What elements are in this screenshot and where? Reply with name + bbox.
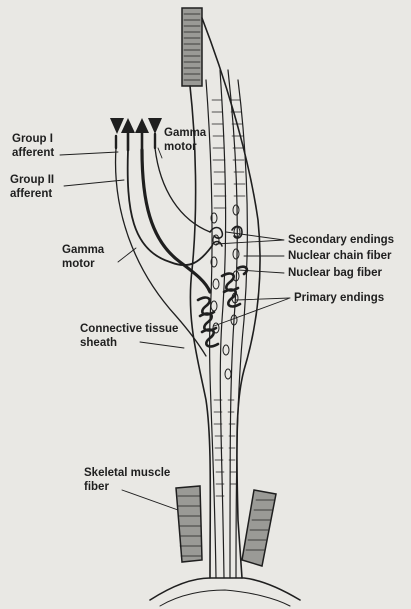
tendon-base	[149, 577, 301, 601]
bottom-muscle-fibers	[175, 485, 277, 567]
nerve-fibers	[110, 118, 243, 357]
leader-lines	[59, 147, 291, 511]
label-primary-endings: Primary endings	[294, 292, 385, 304]
label-secondary-endings: Secondary endings	[288, 234, 395, 246]
label-nuclear-chain-fiber: Nuclear chain fiber	[288, 250, 392, 262]
primary-endings	[196, 265, 249, 348]
top-muscle-fiber	[181, 7, 203, 87]
label-nuclear-bag-fiber: Nuclear bag fiber	[288, 267, 382, 279]
intrafusal-fibers	[205, 69, 248, 579]
